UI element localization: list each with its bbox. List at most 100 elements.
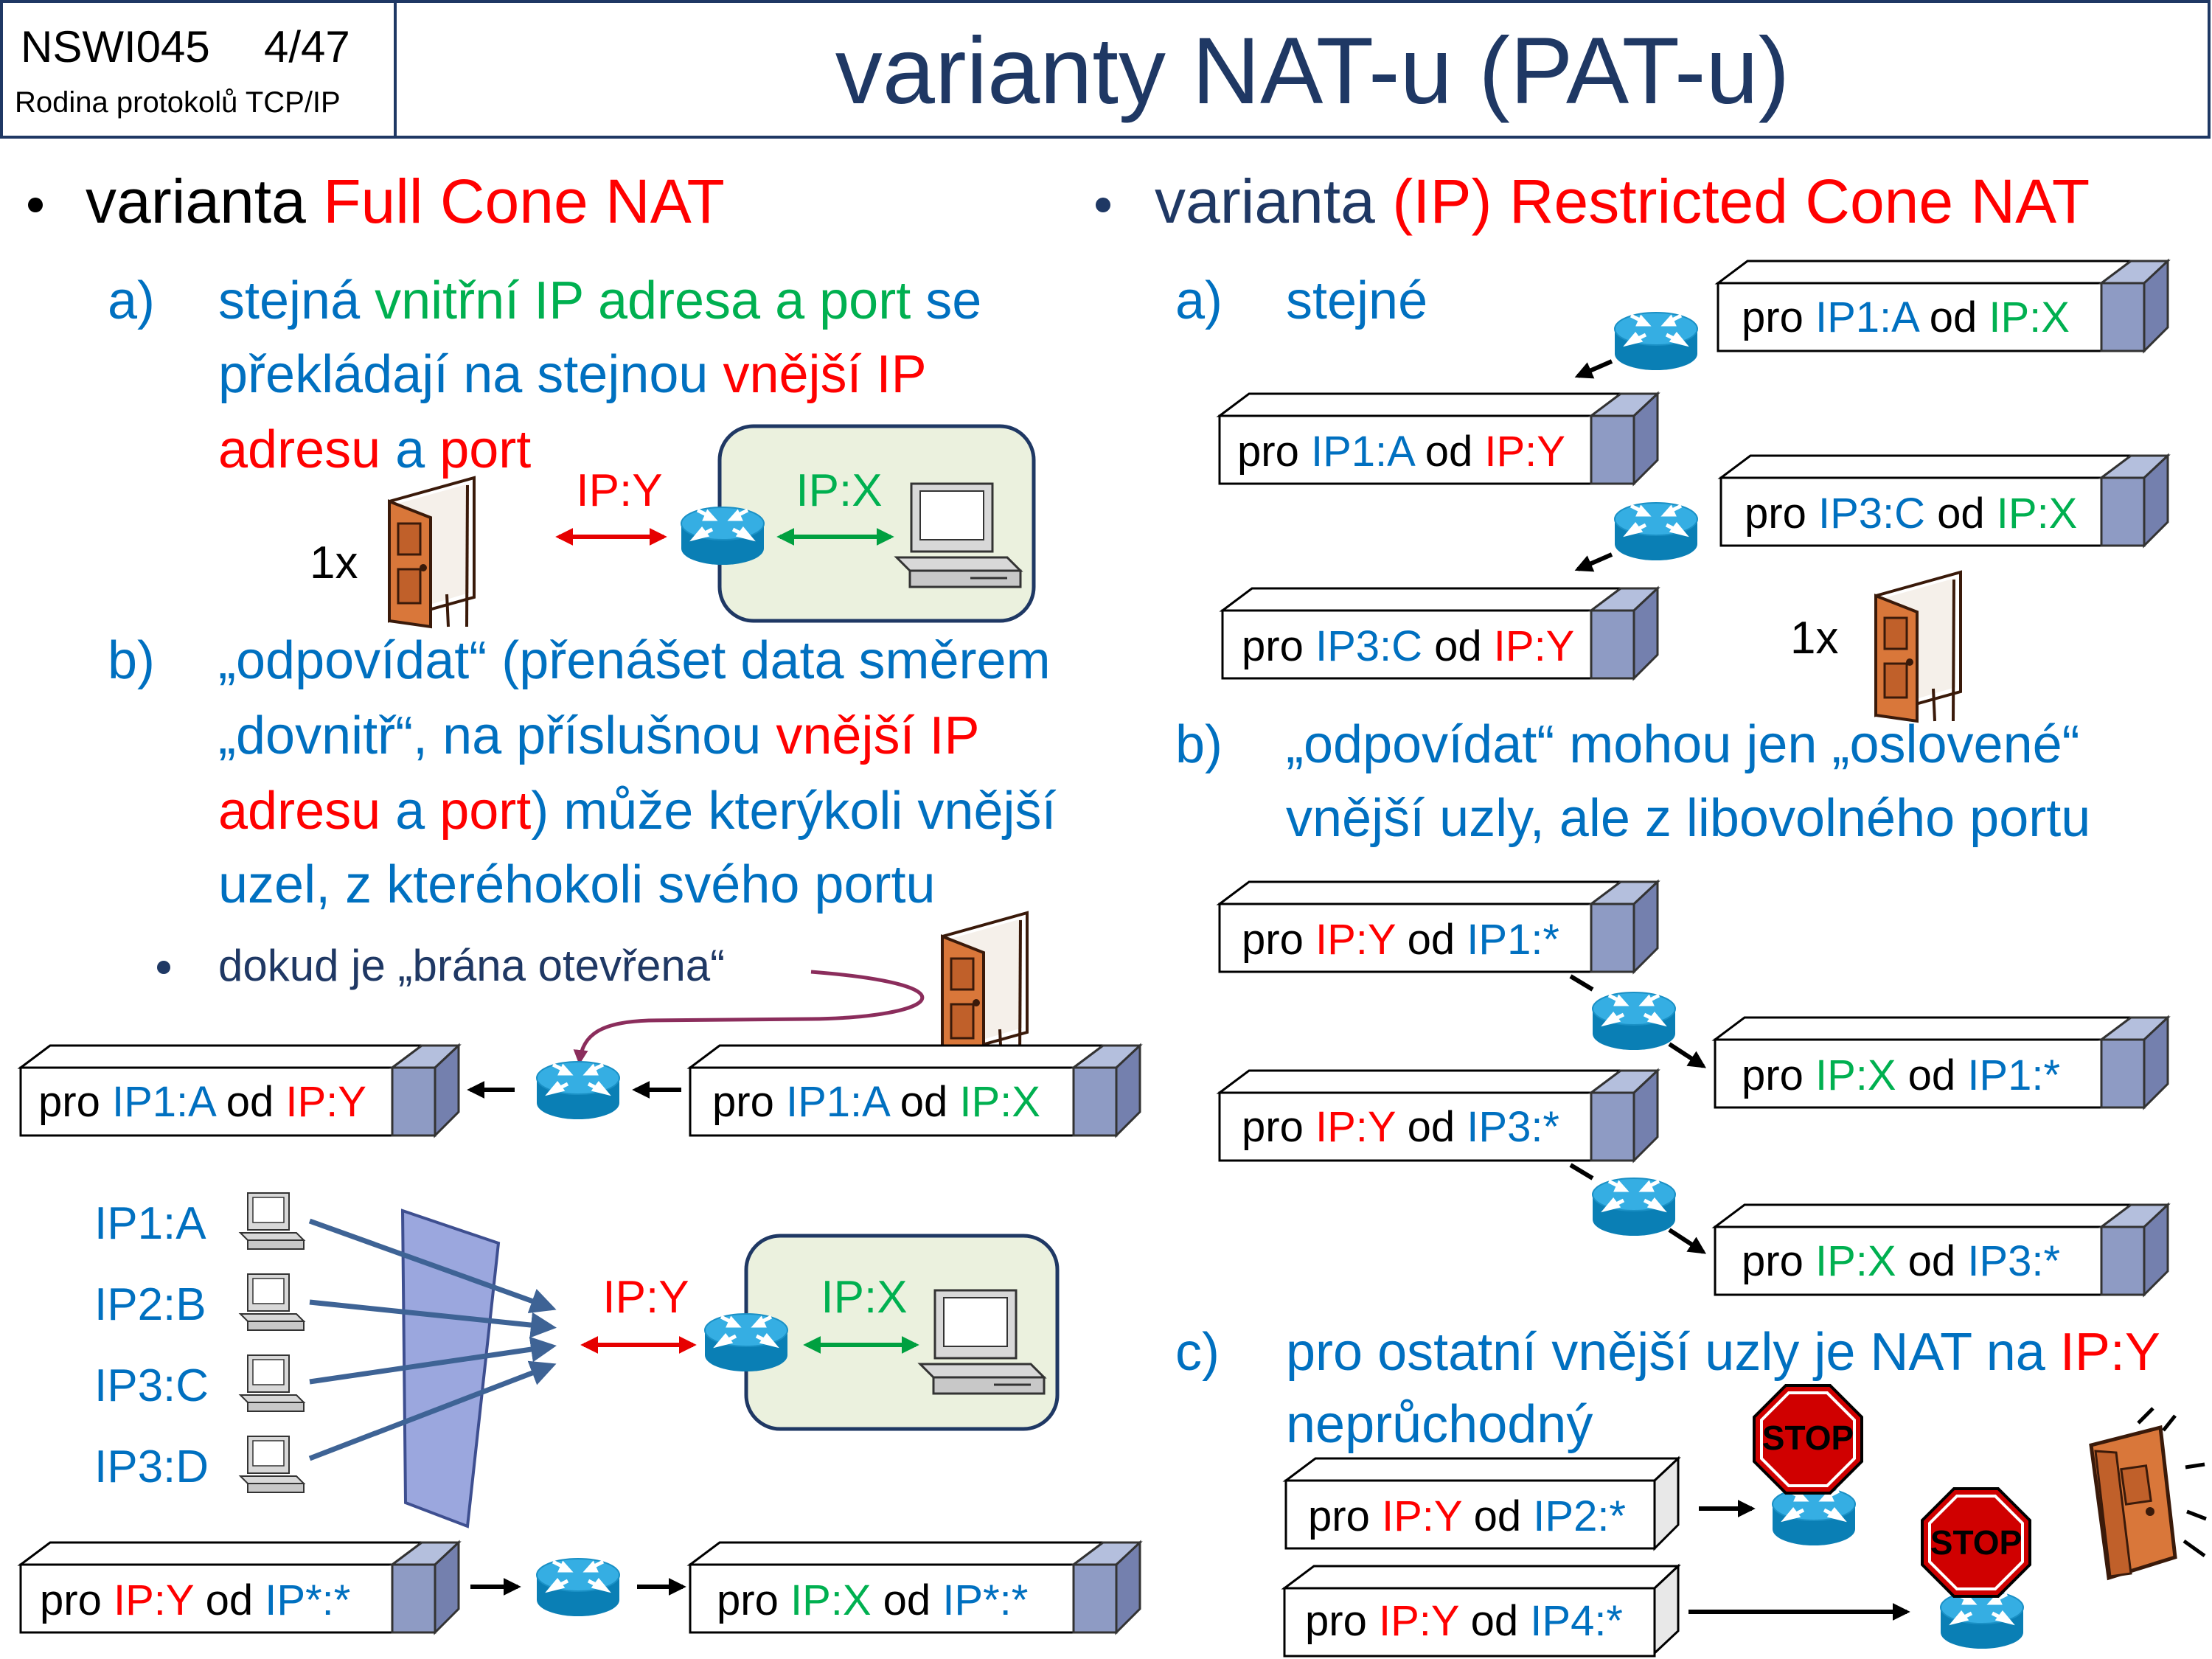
- arrow-icon: [1574, 552, 1613, 572]
- funnel-lines: [308, 1218, 557, 1461]
- packet-box: pro IP:X od IP1:*: [1711, 1015, 2171, 1110]
- stop-text: STOP: [1762, 1419, 1854, 1457]
- router-icon: [705, 1314, 787, 1371]
- packet-box: pro IP1:A od IP:Y: [17, 1043, 462, 1138]
- stop-text: STOP: [1930, 1523, 2022, 1562]
- host-label: IP2:B: [94, 1279, 206, 1330]
- header-info-box: [0, 0, 397, 139]
- left-a-line3: adresu a port: [218, 420, 531, 479]
- packet-box: pro IP:Y od IP2:*: [1282, 1455, 1681, 1551]
- left-b-line4: uzel, z kteréhokoli svého portu: [218, 855, 936, 914]
- closed-door-icon: [2089, 1407, 2207, 1581]
- funnel-icon: [400, 1208, 501, 1528]
- packet-label: pro IP1:A od IP:X: [712, 1078, 1040, 1126]
- right-column: varianta (IP) Restricted Cone NAT a) ste…: [1096, 167, 2207, 1658]
- ip-x-label: IP:X: [821, 1272, 907, 1323]
- bullet-dot: [1096, 198, 1110, 212]
- packet-box: pro IP:X od IP3:*: [1711, 1202, 2171, 1298]
- host-label: IP1:A: [94, 1198, 206, 1249]
- packet-label: pro IP1:A od IP:Y: [1237, 428, 1565, 476]
- arrow-icon: [1574, 359, 1613, 379]
- gate-pointer-arrow: [573, 970, 925, 1065]
- heading-prefix: varianta: [86, 167, 306, 236]
- left-b-line2: „dovnitř“, na příslušnou vnější IP: [218, 706, 979, 765]
- router-icon: [1773, 1488, 1855, 1545]
- host-label: IP3:C: [94, 1360, 209, 1411]
- router-icon: [681, 507, 764, 565]
- packet-box: pro IP:Y od IP4:*: [1281, 1563, 1681, 1658]
- right-b-line1: „odpovídat“ mohou jen „oslovené“: [1286, 715, 2080, 774]
- packet-box: pro IP1:A od IP:X: [1714, 258, 2171, 354]
- arrow-icon: [1668, 1228, 1707, 1254]
- count-label: 1x: [1790, 613, 1838, 664]
- arrow-icon: [1668, 1042, 1707, 1068]
- course-subtitle: Rodina protokolů TCP/IP: [15, 86, 341, 119]
- packet-label: pro IP:Y od IP*:*: [40, 1576, 350, 1624]
- item-c-label: c): [1175, 1323, 1220, 1382]
- door-icon: [1874, 571, 1962, 723]
- computer-icon: [240, 1273, 305, 1331]
- heading-title: (IP) Restricted Cone NAT: [1392, 167, 2090, 236]
- packet-label: pro IP:Y od IP1:*: [1242, 916, 1559, 964]
- computer-icon: [240, 1354, 305, 1412]
- connector-line: [1569, 1163, 1594, 1180]
- packet-label: pro IP:Y od IP2:*: [1308, 1492, 1626, 1540]
- ip-x-label: IP:X: [796, 465, 882, 516]
- packet-label: pro IP1:A od IP:Y: [38, 1078, 366, 1126]
- stop-sign-icon: STOP: [1753, 1384, 1863, 1495]
- packet-label: pro IP:X od IP3:*: [1742, 1237, 2060, 1285]
- door-icon: [388, 476, 476, 628]
- router-icon: [537, 1559, 619, 1616]
- ip-y-label: IP:Y: [602, 1272, 689, 1323]
- packet-label: pro IP3:C od IP:Y: [1242, 622, 1574, 670]
- router-icon: [537, 1062, 619, 1119]
- ip-y-label: IP:Y: [576, 465, 662, 516]
- door-icon: [941, 911, 1029, 1063]
- item-b-label: b): [108, 631, 155, 690]
- left-b-line1: „odpovídat“ (přenášet data směrem: [218, 631, 1051, 690]
- packet-label: pro IP:Y od IP4:*: [1305, 1597, 1623, 1645]
- bullet-dot: [28, 198, 43, 212]
- left-column: varianta Full Cone NAT a) stejná vnitřní…: [17, 167, 1143, 1635]
- packet-box: pro IP:X od IP*:*: [686, 1540, 1143, 1635]
- packet-label: pro IP3:C od IP:X: [1745, 490, 2077, 538]
- heading-prefix: varianta: [1155, 167, 1392, 236]
- computer-icon: [240, 1192, 305, 1250]
- page-number: 4/47: [264, 22, 350, 72]
- right-a-text: stejné: [1286, 271, 1427, 330]
- router-icon: [1593, 992, 1675, 1050]
- router-icon: [1615, 313, 1697, 370]
- connector-line: [1569, 974, 1594, 992]
- packet-label: pro IP:Y od IP3:*: [1242, 1103, 1559, 1151]
- count-label: 1x: [310, 538, 358, 588]
- stop-sign-icon: STOP: [1921, 1487, 2031, 1598]
- course-code: NSWI045: [21, 22, 210, 72]
- heading-title: Full Cone NAT: [323, 167, 725, 236]
- item-a-label: a): [108, 271, 155, 330]
- header-title-box: [394, 0, 2211, 139]
- item-a-label: a): [1175, 271, 1222, 330]
- page-title: varianty NAT-u (PAT-u): [835, 18, 1790, 124]
- packet-box: pro IP1:A od IP:Y: [1216, 391, 1660, 487]
- computer-icon: [240, 1436, 305, 1493]
- right-heading: varianta (IP) Restricted Cone NAT: [1155, 167, 2090, 236]
- router-icon: [1941, 1591, 2023, 1649]
- packet-label: pro IP:X od IP1:*: [1742, 1051, 2060, 1099]
- right-c-line2: neprůchodný: [1286, 1395, 1593, 1454]
- packet-box: pro IP:Y od IP1:*: [1216, 879, 1660, 975]
- host-label: IP3:D: [94, 1441, 209, 1492]
- router-icon: [1615, 503, 1697, 560]
- left-b-line3: adresu a port) může kterýkoli vnější: [218, 782, 1057, 841]
- packet-box: pro IP1:A od IP:X: [686, 1043, 1143, 1138]
- header: NSWI045 4/47 Rodina protokolů TCP/IP var…: [0, 0, 2211, 139]
- left-a-line2: překládají na stejnou vnější IP: [218, 345, 927, 404]
- sub-bullet-dot: [157, 961, 170, 974]
- right-b-line2: vnější uzly, ale z libovolného portu: [1286, 789, 2090, 848]
- left-a-line1: stejná vnitřní IP adresa a port se: [218, 271, 981, 330]
- right-c-line1: pro ostatní vnější uzly je NAT na IP:Y: [1286, 1323, 2160, 1382]
- sub-bullet-text: dokud je „brána otevřena“: [218, 941, 725, 990]
- packet-label: pro IP1:A od IP:X: [1742, 293, 2070, 341]
- item-b-label: b): [1175, 715, 1222, 774]
